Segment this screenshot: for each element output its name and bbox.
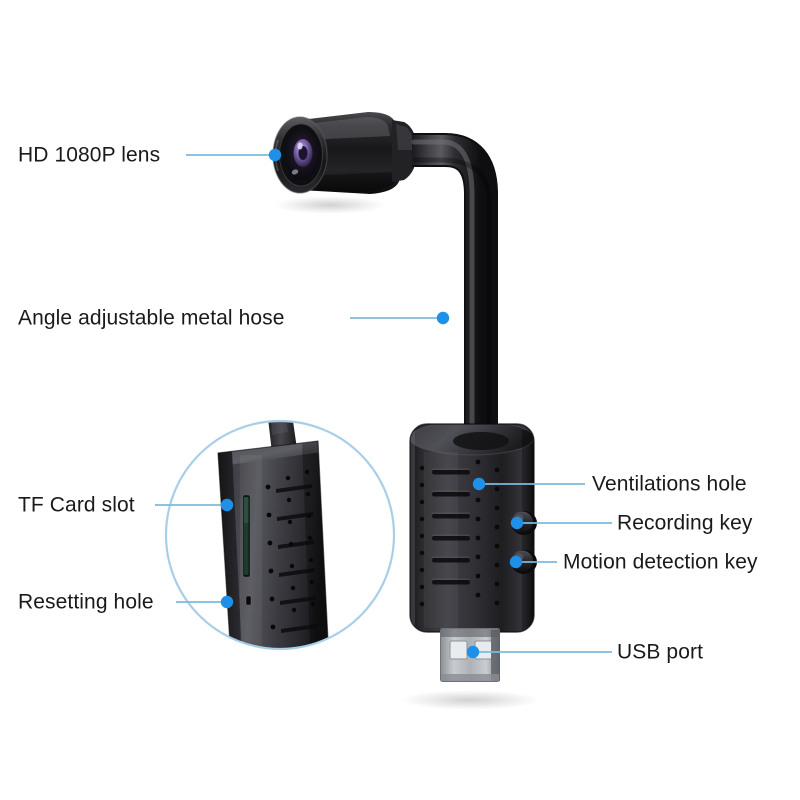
camera-head-assembly bbox=[272, 112, 417, 214]
body-ridges bbox=[432, 470, 470, 585]
callout-dot-motion-detection-key bbox=[509, 555, 523, 569]
inset-rear-view bbox=[164, 419, 396, 651]
callout-label-ventilations-hole: Ventilations hole bbox=[592, 472, 747, 496]
callout-label-metal-hose: Angle adjustable metal hose bbox=[18, 306, 285, 330]
callout-label-usb-port: USB port bbox=[617, 640, 703, 664]
resetting-hole-detail bbox=[245, 595, 252, 606]
callout-dot-resetting-hole bbox=[220, 595, 234, 609]
callout-label-resetting-hole: Resetting hole bbox=[18, 590, 154, 614]
callout-dot-usb-port bbox=[466, 645, 480, 659]
callout-dot-hd-lens bbox=[268, 148, 282, 162]
gooseneck-hose bbox=[411, 133, 498, 431]
callout-dot-ventilations-hole bbox=[472, 477, 486, 491]
inset-ventilation-holes bbox=[265, 469, 316, 630]
inset-circle-outline bbox=[164, 419, 396, 651]
camera-main-body bbox=[400, 423, 540, 710]
callout-label-recording-key: Recording key bbox=[617, 511, 753, 535]
callout-label-tf-card-slot: TF Card slot bbox=[18, 493, 135, 517]
ventilation-holes bbox=[419, 459, 500, 607]
callout-label-hd-lens: HD 1080P lens bbox=[18, 143, 161, 167]
tf-card-slot-detail bbox=[242, 494, 251, 578]
callout-dot-recording-key bbox=[510, 516, 524, 530]
callout-leaders bbox=[155, 148, 612, 659]
callout-dot-metal-hose bbox=[436, 311, 450, 325]
callout-label-motion-detection-key: Motion detection key bbox=[563, 550, 758, 574]
callout-dot-tf-card-slot bbox=[220, 498, 234, 512]
